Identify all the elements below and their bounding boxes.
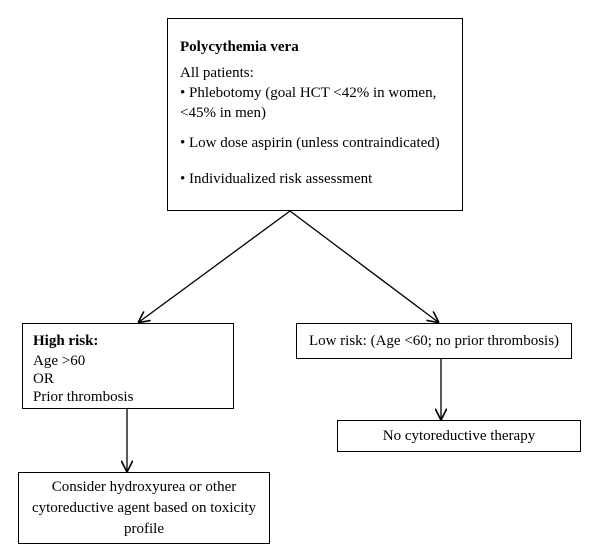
main-title: Polycythemia vera <box>180 39 299 55</box>
no-therapy-label: No cytoreductive therapy <box>382 428 536 444</box>
low-risk-box: Low risk: (Age <60; no prior thrombosis) <box>296 323 572 359</box>
polycythemia-vera-box: Polycythemia vera All patients: • Phlebo… <box>167 18 463 211</box>
all-patients-label: All patients: <box>180 65 254 81</box>
high-risk-box: High risk: Age >60 OR Prior thrombosis <box>22 323 234 409</box>
high-risk-age: Age >60 <box>33 353 86 369</box>
consider-line2: cytoreductive agent based on toxicity <box>31 499 257 516</box>
consider-hydroxyurea-box: Consider hydroxyurea or other cytoreduct… <box>18 472 270 544</box>
bullet-risk-assessment: • Individualized risk assessment <box>180 171 373 187</box>
high-risk-or: OR <box>33 371 54 387</box>
arrow-main-to-low-risk <box>289 210 438 322</box>
high-risk-title: High risk: <box>33 333 99 349</box>
bullet-phlebotomy-line1: • Phlebotomy (goal HCT <42% in women, <box>180 85 437 101</box>
bullet-phlebotomy-line2: <45% in men) <box>180 105 266 121</box>
consider-text: Consider hydroxyurea or other cytoreduct… <box>32 477 256 540</box>
consider-line3: profile <box>124 520 164 537</box>
arrow-main-to-high-risk <box>139 210 291 322</box>
bullet-aspirin: • Low dose aspirin (unless contraindicat… <box>180 135 440 151</box>
high-risk-thrombosis: Prior thrombosis <box>33 389 134 405</box>
consider-line1: Consider hydroxyurea or other <box>51 478 237 495</box>
low-risk-label: Low risk: (Age <60; no prior thrombosis) <box>308 333 560 349</box>
no-cytoreductive-therapy-box: No cytoreductive therapy <box>337 420 581 452</box>
